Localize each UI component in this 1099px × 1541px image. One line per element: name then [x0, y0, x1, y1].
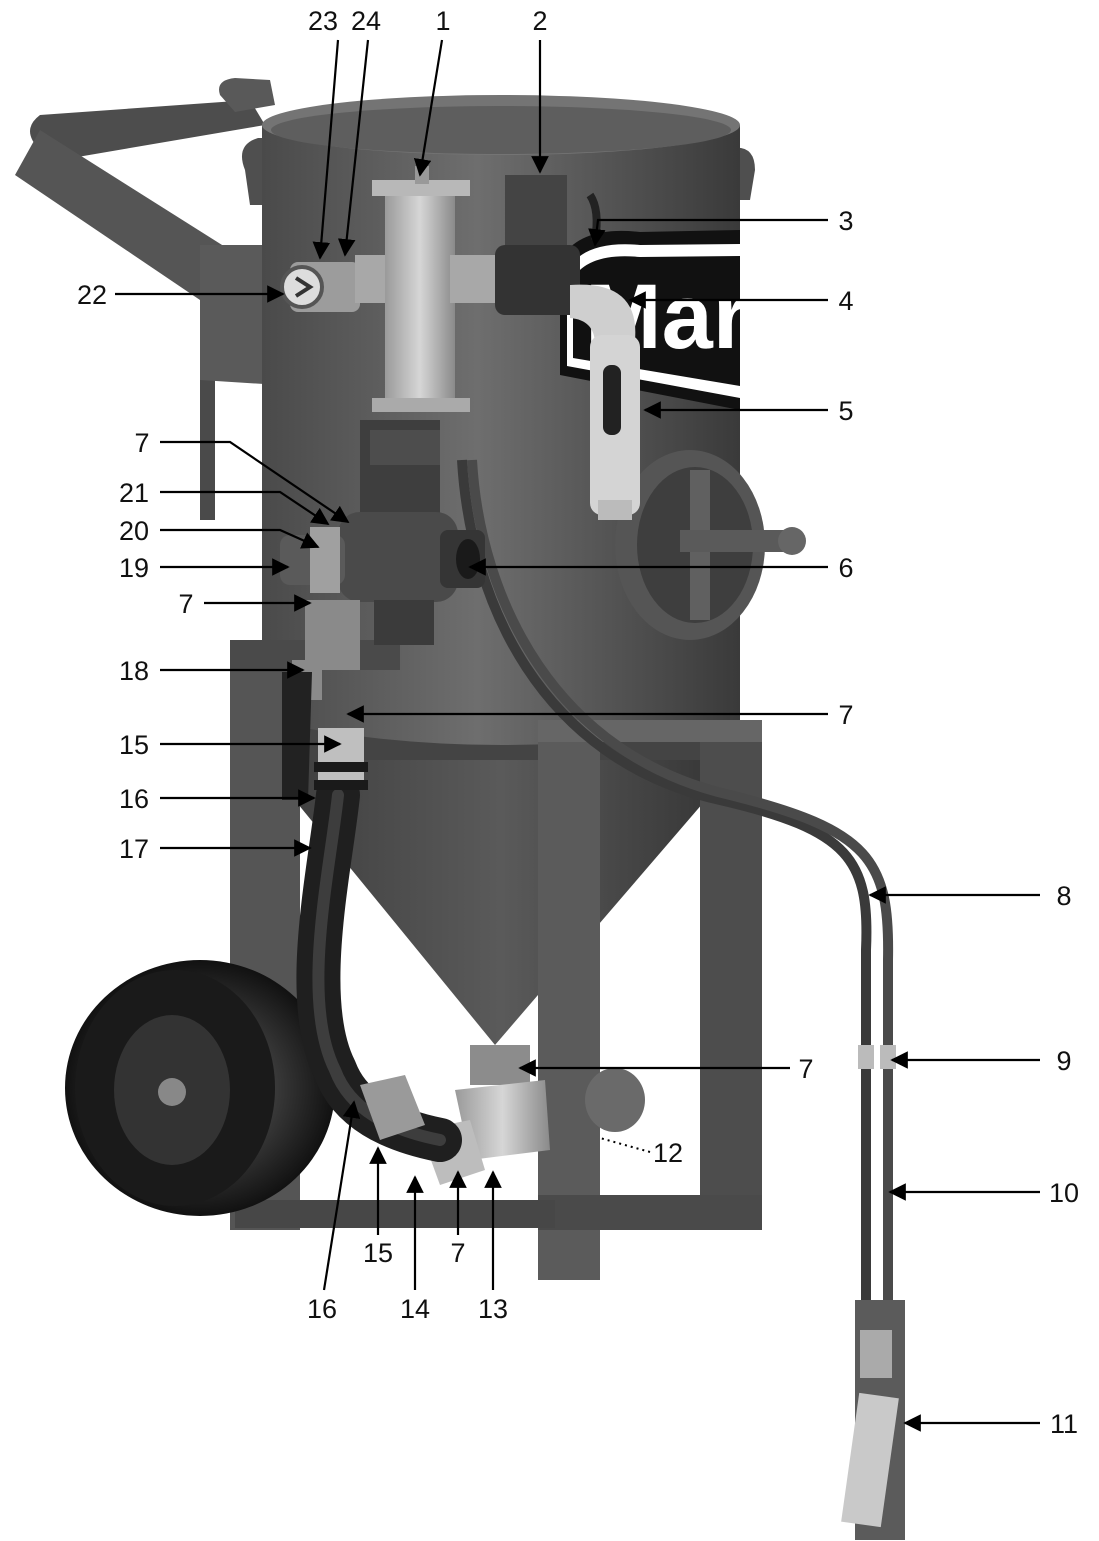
leader-lines [115, 39, 1040, 1432]
upper-plumbing [280, 166, 640, 520]
callout-7-upper: 7 [134, 428, 149, 458]
callout-14: 14 [400, 1294, 430, 1324]
callout-7-bottom: 7 [450, 1238, 465, 1268]
callout-23: 23 [308, 6, 338, 36]
callout-15-upper: 15 [119, 730, 149, 760]
callout-1: 1 [435, 6, 450, 36]
cart-handle [15, 78, 280, 520]
exhaust-valve [505, 175, 567, 245]
callout-2: 2 [532, 6, 547, 36]
callout-4: 4 [838, 286, 853, 316]
elbow-fitting [570, 284, 636, 345]
ball-valve-handle [282, 672, 312, 800]
callout-12: 12 [653, 1138, 683, 1168]
callout-15-lower: 15 [363, 1238, 393, 1268]
callout-20: 20 [119, 516, 149, 546]
callout-7-valve: 7 [178, 589, 193, 619]
inspection-port [615, 450, 806, 640]
callout-10: 10 [1049, 1178, 1079, 1208]
inlet-valve-body [280, 420, 485, 800]
callout-9: 9 [1056, 1046, 1071, 1076]
callout-24: 24 [351, 6, 381, 36]
callout-17: 17 [119, 834, 149, 864]
callout-16-lower: 16 [307, 1294, 337, 1324]
callout-19: 19 [119, 553, 149, 583]
callout-labels: 23 24 1 2 3 22 4 5 7 21 20 19 6 7 18 7 1… [77, 6, 1079, 1439]
callout-11: 11 [1050, 1409, 1078, 1439]
callout-16-upper: 16 [119, 784, 149, 814]
metering-valve-assembly [420, 1045, 645, 1185]
callout-18: 18 [119, 656, 149, 686]
blast-pot-illustration: Marco [15, 78, 905, 1540]
callout-5: 5 [838, 396, 853, 426]
control-hose-b [467, 459, 894, 1340]
cart-wheel [65, 960, 335, 1216]
callout-7-lower: 7 [798, 1054, 813, 1084]
callout-3: 3 [838, 206, 853, 236]
callout-21: 21 [119, 478, 149, 508]
hose-coupling-lower [360, 1075, 425, 1140]
callout-13: 13 [478, 1294, 508, 1324]
callout-6: 6 [838, 553, 853, 583]
callout-7-right: 7 [838, 700, 853, 730]
pressure-gauge [280, 265, 324, 309]
moisture-separator [385, 185, 455, 405]
deadman-handle [841, 1300, 905, 1540]
callout-8: 8 [1056, 881, 1071, 911]
callout-22: 22 [77, 280, 107, 310]
